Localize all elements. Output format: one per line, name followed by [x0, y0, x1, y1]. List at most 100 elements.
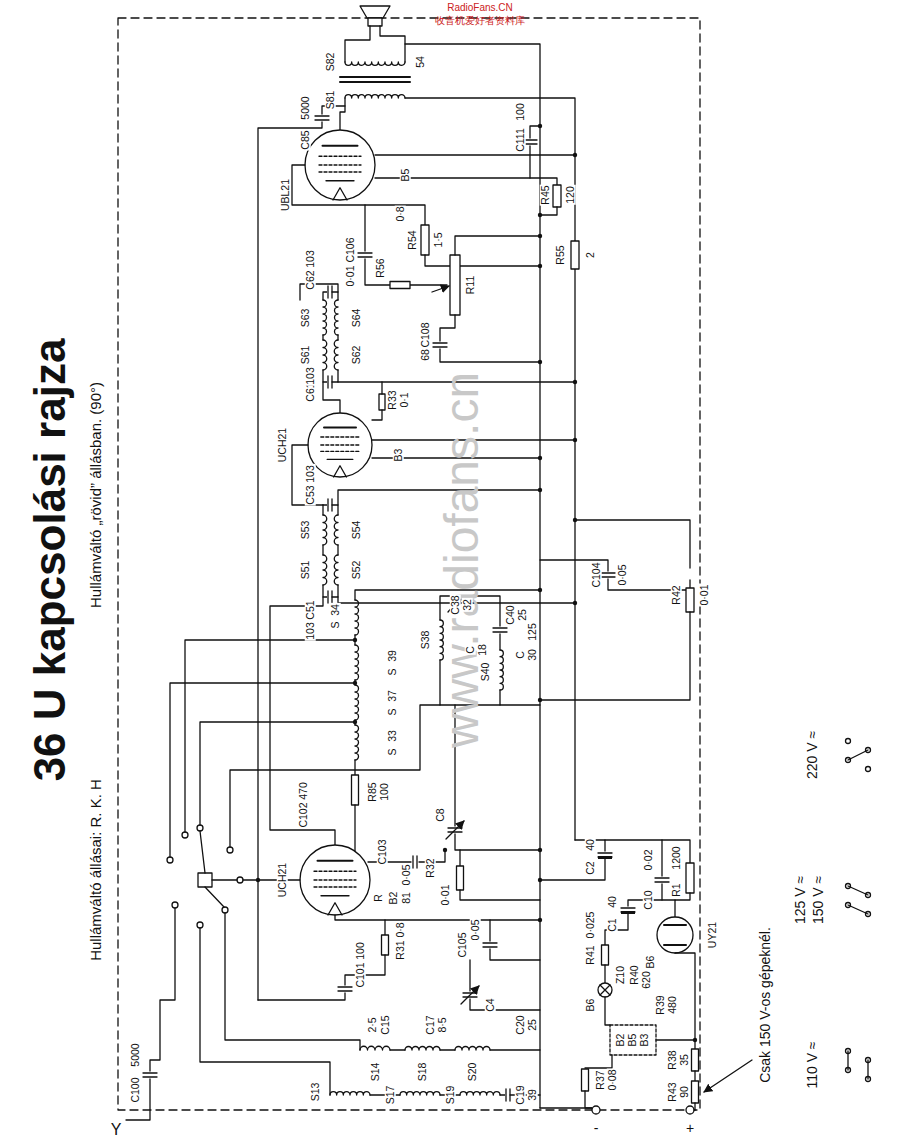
wire [848, 905, 868, 914]
coil-symbol [455, 1047, 490, 1051]
terminal [686, 1106, 694, 1114]
capacitor-symbol [327, 286, 328, 298]
note-text: Hullámváltó „rövid” állásban. (90°) [88, 380, 103, 610]
wire [200, 831, 205, 873]
variable-capacitor [448, 827, 462, 828]
wire [455, 834, 540, 850]
note-text: Hullámváltó állásai: R. K. H [88, 777, 103, 963]
coil-symbol [330, 1092, 370, 1095]
wire [225, 913, 360, 1050]
wire [323, 382, 340, 413]
part-label: B2 [388, 891, 399, 906]
part-label: S62 [351, 345, 362, 366]
part-label: 5000 [130, 1042, 141, 1067]
switch-contact [197, 825, 203, 831]
part-label: 1200 [671, 845, 682, 870]
part-label: R37 [595, 1069, 606, 1090]
transformer-core [340, 76, 410, 78]
capacitor-symbol [143, 1072, 157, 1073]
capacitor-symbol [315, 119, 329, 120]
junction-dot [538, 588, 542, 592]
part-label: R45 [540, 184, 551, 205]
junction-dot [353, 720, 357, 724]
wire [489, 920, 490, 941]
wire [292, 165, 425, 225]
capacitor-symbol [601, 572, 615, 573]
part-label: C10 [643, 889, 654, 910]
capacitor-symbol [338, 986, 352, 987]
part-label: C40 [505, 604, 516, 625]
capacitor-symbol [143, 1076, 157, 1077]
part-label: S20 [467, 1062, 478, 1083]
circuit-group [118, 6, 871, 1120]
part-label: 40 [607, 895, 618, 909]
part-label: 100 [379, 782, 390, 802]
wire [605, 914, 628, 945]
capacitor-symbol [327, 376, 328, 388]
part-label: C51 [305, 599, 316, 620]
resistor-symbol [571, 241, 579, 269]
wire [540, 207, 557, 215]
capacitor-gap [597, 852, 613, 858]
part-label: 0·01 [699, 583, 710, 606]
tube-envelope [308, 413, 372, 477]
wire [529, 146, 530, 178]
part-label: 40 [585, 838, 596, 852]
part-label: 18 [477, 643, 488, 657]
part-label: S [330, 620, 341, 629]
capacitor-symbol [358, 252, 372, 253]
part-label: C4 [485, 997, 496, 1012]
tube-grid [321, 436, 359, 437]
tube-grid [314, 871, 356, 872]
tube-plate [318, 860, 353, 862]
tube-grid [319, 156, 361, 157]
selector-contact [866, 767, 871, 772]
part-label: 0·08 [607, 1068, 618, 1091]
part-label: 0·025 [585, 911, 596, 940]
wire [499, 634, 500, 650]
capacitor-symbol [433, 342, 447, 343]
part-label: Z10 [615, 965, 626, 985]
part-label: 0·8 [395, 205, 406, 222]
wire [354, 805, 355, 851]
junction-dot [573, 601, 577, 605]
coil-symbol [323, 300, 327, 335]
tube-envelope [300, 845, 370, 915]
part-label: 100 [355, 941, 366, 961]
resistor-symbol [457, 866, 464, 890]
part-label: R33 [387, 389, 398, 410]
part-label: 54 [415, 55, 426, 69]
note-text: 150 V ≈ [811, 874, 825, 926]
part-label: 39 [527, 1088, 538, 1102]
part-label: UCH21 [277, 862, 288, 898]
diagram-title: 36 U kapcsolási rajza [28, 336, 72, 785]
part-label: C108 [420, 321, 431, 348]
variable-capacitor [448, 831, 462, 832]
part-label: S [387, 747, 398, 756]
part-label: B2 [615, 1033, 626, 1048]
wire [694, 1109, 695, 1110]
capacitor-symbol [412, 856, 413, 868]
wire [459, 850, 460, 866]
junction-dot [538, 918, 542, 922]
tube-cathode [326, 180, 354, 181]
wire [694, 1103, 695, 1110]
junction-dot [256, 878, 260, 882]
coil-symbol [360, 1046, 390, 1050]
switch-contact [227, 847, 233, 853]
part-label: R40 [629, 964, 640, 985]
junction-dot [573, 518, 577, 522]
part-label: C15 [380, 1014, 391, 1035]
junction-dot [353, 638, 357, 642]
capacitor-gap [314, 115, 330, 121]
tube-heater [334, 466, 347, 477]
note-arrow [704, 1060, 752, 1092]
junction-dot [538, 124, 542, 128]
coil-symbol [334, 555, 338, 585]
part-label: 8·5 [437, 1016, 448, 1033]
rectifier-tube [657, 917, 693, 953]
switch-contact [237, 877, 243, 883]
wire [405, 98, 575, 840]
part-label: 34 [330, 603, 341, 617]
